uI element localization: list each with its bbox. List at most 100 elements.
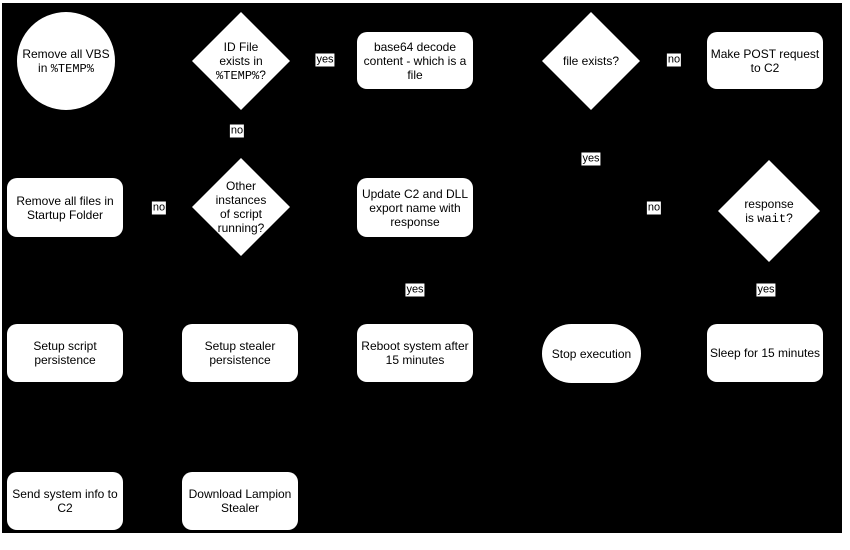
edge-label-no-id-file-exists: no <box>229 124 245 138</box>
text-segment: Sleep for 15 minutes <box>709 346 821 360</box>
text-segment: Reboot system after <box>361 339 469 353</box>
text-segment: Send system info to <box>12 487 118 501</box>
text-segment: response <box>390 214 440 229</box>
edge-label-yes-update-c2-dll: yes <box>405 283 425 297</box>
stadium-shape <box>542 324 641 383</box>
edge-label-no-response-is-wait: no <box>646 201 662 215</box>
node-label-line: %TEMP%? <box>216 68 266 83</box>
rect-shape <box>357 32 473 89</box>
text-segment: Update C2 and DLL <box>361 186 469 201</box>
text-segment: exists in <box>219 53 263 68</box>
node-label-line: Setup script <box>33 339 96 353</box>
rect-shape <box>707 324 823 382</box>
text-segment: response <box>744 196 794 211</box>
text-segment: 15 minutes <box>385 353 445 367</box>
text-segment: Remove all files in <box>16 193 114 208</box>
node-label: file exists? <box>542 12 640 110</box>
node-label-line: persistence <box>209 353 270 367</box>
rect-shape <box>357 178 473 237</box>
text-segment: Setup script <box>33 339 97 353</box>
node-label-line: running? <box>218 221 265 235</box>
edge-label-no-other-instances: no <box>151 201 167 215</box>
text-segment: base64 decode <box>373 39 457 54</box>
text-segment: of script <box>219 207 262 221</box>
rect-shape <box>707 32 823 89</box>
mono-text-segment: %TEMP% <box>216 68 260 83</box>
text-segment: to C2 <box>750 60 780 75</box>
node-label-line: exists in <box>219 54 262 68</box>
node-label-line: in %TEMP% <box>38 61 94 76</box>
node-label-line: Remove all files in <box>16 194 113 208</box>
node-label-line: to C2 <box>751 61 780 75</box>
mono-text-segment: %TEMP% <box>50 61 94 76</box>
rect-shape <box>182 472 298 530</box>
text-segment: ? <box>786 210 793 225</box>
node-label-line: Remove all VBS <box>22 47 109 61</box>
edge-label-yes-id-file-exists: yes <box>315 53 335 67</box>
node-label-line: persistence <box>34 353 95 367</box>
node-label: Stop execution <box>542 324 641 383</box>
node-label-line: Stop execution <box>552 347 631 361</box>
rect-shape <box>7 178 123 237</box>
text-segment: instances <box>215 193 267 207</box>
node-label-line: Startup Folder <box>27 208 103 222</box>
node-label: Sleep for 15 minutes <box>707 324 823 382</box>
node-label-line: ID File <box>224 40 259 54</box>
text-segment: C2 <box>57 501 73 515</box>
text-segment: persistence <box>209 353 271 367</box>
flowchart-canvas <box>2 3 842 533</box>
node-label-line: Other <box>226 179 256 193</box>
text-segment: Other <box>225 179 256 193</box>
text-segment: ? <box>259 67 266 82</box>
text-segment: Stealer <box>220 501 260 515</box>
text-segment: is <box>745 210 758 225</box>
node-label-line: instances <box>216 193 267 207</box>
edge-label-yes-response-is-wait: yes <box>756 283 776 297</box>
text-segment: Make POST request <box>710 46 820 61</box>
node-label-line: response <box>744 197 793 211</box>
node-label-line: Download Lampion <box>189 487 292 501</box>
edge-label-no-file-exists: no <box>666 53 682 67</box>
circle-shape <box>17 12 115 110</box>
node-label-line: C2 <box>57 501 72 515</box>
node-label-line: 15 minutes <box>386 353 445 367</box>
node-label-line: Sleep for 15 minutes <box>710 346 820 360</box>
node-label-line: Stealer <box>221 501 259 515</box>
node-label-line: file exists? <box>563 54 619 68</box>
text-segment: Setup stealer <box>204 339 276 353</box>
node-label-line: of script <box>220 207 262 221</box>
text-segment: persistence <box>34 353 96 367</box>
text-segment: Download Lampion <box>188 487 292 501</box>
node-label-line: base64 decode <box>374 40 456 54</box>
node-label-line: file <box>407 68 422 82</box>
node-label-line: Send system info to <box>12 487 117 501</box>
node-label-line: Reboot system after <box>361 339 468 353</box>
text-segment: running? <box>217 221 265 235</box>
rect-shape <box>182 324 298 382</box>
node-stop-execution: Stop execution <box>542 324 641 383</box>
node-sleep-15-minutes: Sleep for 15 minutes <box>707 324 823 382</box>
text-segment: ID File <box>223 39 259 54</box>
node-label-line: is wait? <box>745 211 793 226</box>
text-segment: in <box>38 60 51 75</box>
edge-label-yes-file-exists: yes <box>581 152 601 166</box>
